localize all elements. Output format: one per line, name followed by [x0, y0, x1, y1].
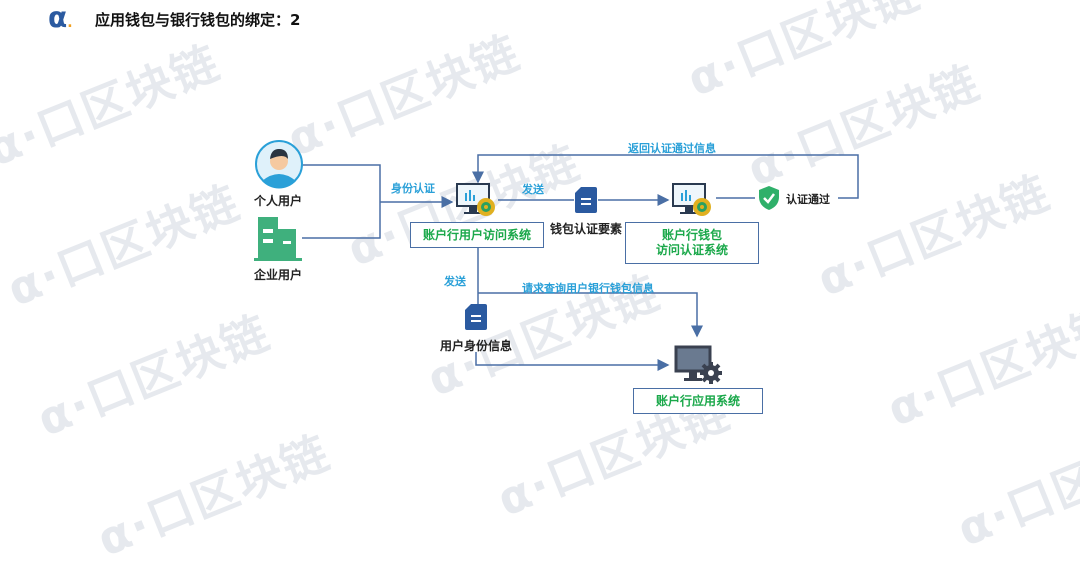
shield-check-icon — [759, 186, 779, 210]
monitor-chart-icon — [456, 183, 495, 216]
page-title: 应用钱包与银行钱包的绑定：2 — [95, 11, 301, 29]
logo-icon: α. — [48, 1, 73, 34]
wallet-elements-label: 钱包认证要素 — [549, 222, 623, 236]
connector-lines — [302, 154, 859, 371]
wallet-auth-system-box: 账户行钱包 访问认证系统 — [625, 222, 759, 264]
request-query-arrow — [478, 292, 703, 338]
user-identity-label: 用户身份信息 — [439, 339, 513, 353]
enterprise-user-label: 企业用户 — [253, 268, 303, 282]
request-query-label: 请求查询用户银行钱包信息 — [522, 282, 654, 295]
return-info-label: 返回认证通过信息 — [628, 142, 716, 155]
identity-auth-label: 身份认证 — [391, 182, 435, 195]
send-label: 发送 — [522, 183, 544, 196]
identity-info-arrow — [475, 352, 670, 371]
app-system-box: 账户行应用系统 — [633, 388, 763, 414]
person-avatar-icon — [255, 140, 303, 189]
access-system-box: 账户行用户访问系统 — [410, 222, 544, 248]
monitor-gear-icon — [674, 345, 722, 384]
monitor-chart-icon — [672, 183, 711, 216]
building-icon — [254, 217, 302, 261]
document-icon — [575, 187, 597, 213]
personal-user-label: 个人用户 — [253, 194, 303, 208]
auth-passed-label: 认证通过 — [786, 193, 830, 206]
user-connector — [302, 164, 381, 239]
document-icon — [465, 304, 487, 330]
return-arrow — [472, 154, 859, 199]
send-label-2: 发送 — [444, 275, 466, 288]
